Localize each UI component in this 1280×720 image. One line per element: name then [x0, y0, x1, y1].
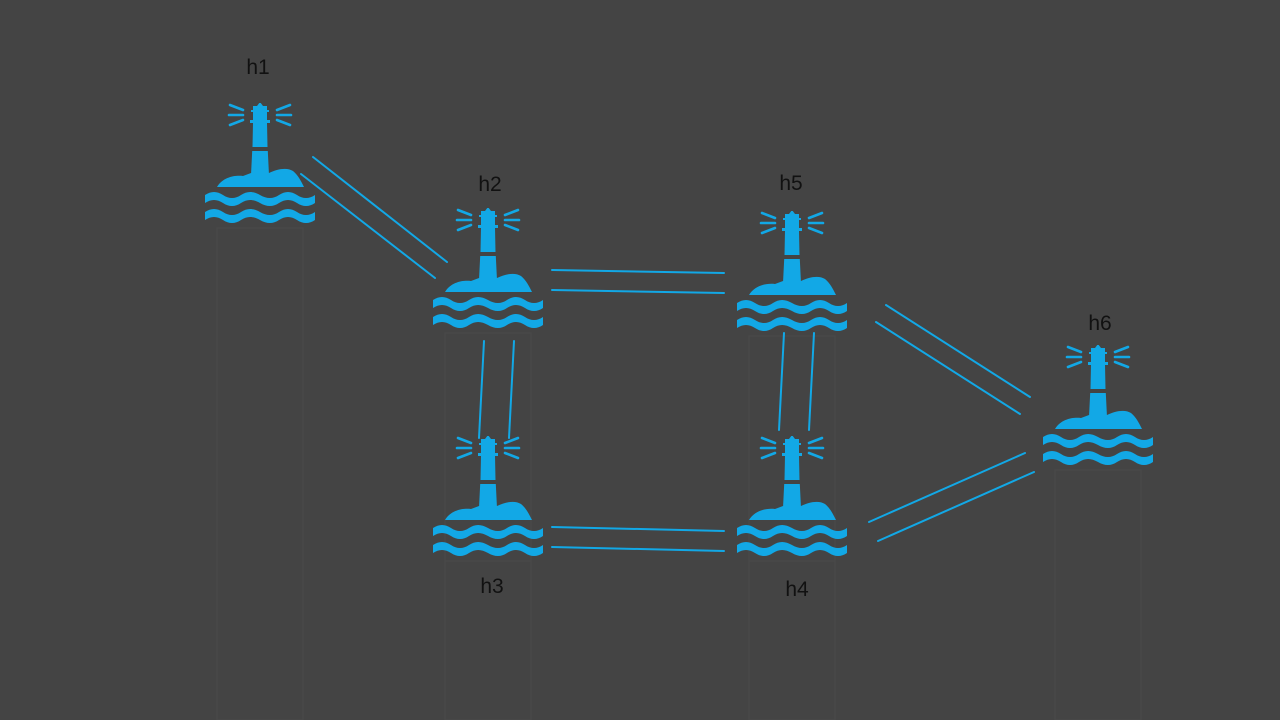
node-label-h5: h5 [779, 172, 803, 195]
lighthouse-icon[interactable] [737, 435, 847, 558]
node-label-h1: h1 [246, 56, 270, 79]
link-line [551, 269, 725, 274]
link-line [875, 321, 1021, 415]
node-label-h6: h6 [1088, 312, 1112, 335]
node-label-h2: h2 [478, 173, 502, 196]
link-line [868, 452, 1026, 523]
node-label-h3: h3 [480, 575, 504, 598]
reflection-h6 [1054, 469, 1142, 720]
link-h5-h6 [875, 304, 1031, 415]
link-h3-h4 [551, 526, 725, 552]
lighthouse-icon[interactable] [433, 435, 543, 558]
link-line [877, 471, 1035, 542]
lighthouse-icon[interactable] [737, 210, 847, 333]
link-line [551, 546, 725, 552]
link-h1-h2 [300, 156, 448, 279]
links-layer [300, 156, 1035, 552]
link-h2-h3 [478, 340, 515, 439]
link-line [551, 289, 725, 294]
link-line [885, 304, 1031, 398]
link-line [508, 340, 515, 439]
reflection-h3 [444, 560, 532, 720]
reflection-h1 [216, 227, 304, 720]
nodes-layer [205, 102, 1153, 558]
link-line [551, 526, 725, 532]
link-line [808, 332, 815, 431]
link-h5-h4 [778, 332, 815, 431]
lighthouse-icon[interactable] [433, 207, 543, 330]
link-line [778, 332, 785, 431]
lighthouse-icon[interactable] [1043, 344, 1153, 467]
link-h2-h5 [551, 269, 725, 294]
link-line [478, 340, 485, 439]
link-line [312, 156, 448, 263]
node-label-h4: h4 [785, 578, 809, 601]
link-line [300, 173, 436, 279]
link-h4-h6 [868, 452, 1035, 542]
lighthouse-icon[interactable] [205, 102, 315, 225]
reflection-shadows [216, 227, 1142, 720]
